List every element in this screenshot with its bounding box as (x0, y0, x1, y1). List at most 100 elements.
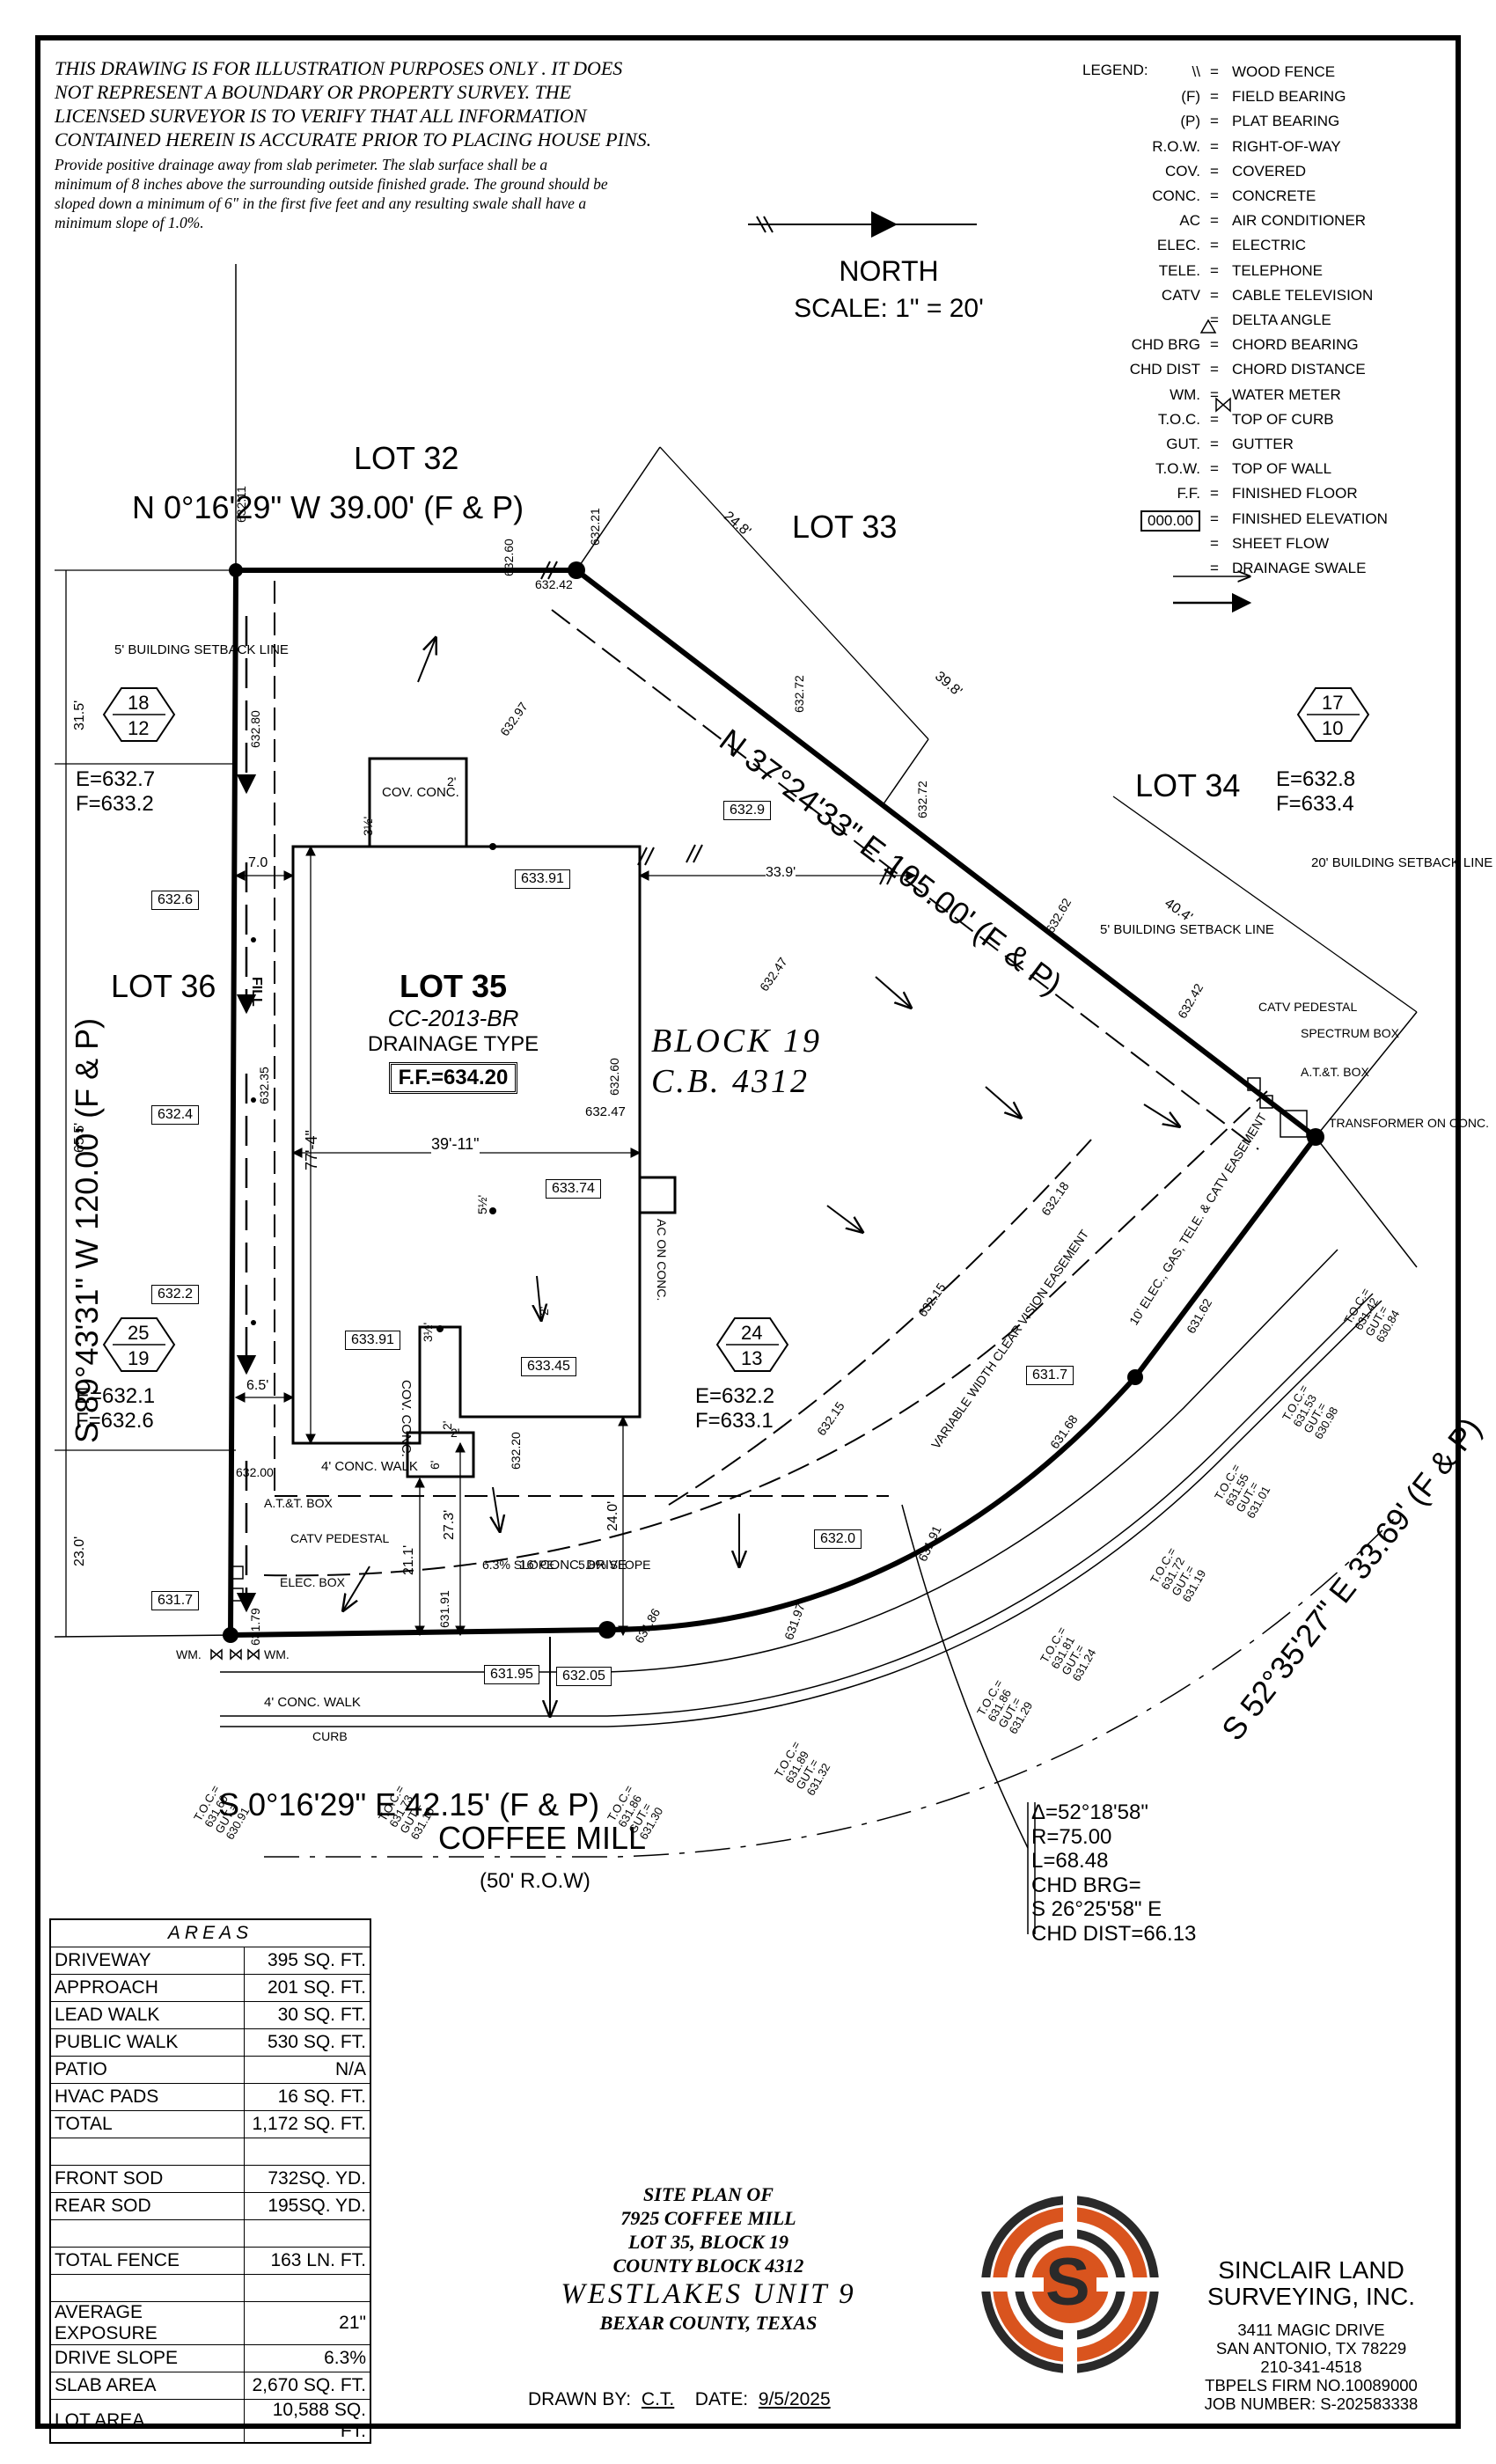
chord-distance: CHD DIST=66.13 (1031, 1921, 1197, 1946)
street-lines (220, 1249, 1400, 1858)
legend-text: AIR CONDITIONER (1232, 212, 1367, 230)
setback-left-label: 5' BUILDING SETBACK LINE (114, 642, 289, 657)
dimension-label: 3½' (361, 816, 375, 836)
area-value (244, 2138, 371, 2166)
area-value: 732SQ. YD. (244, 2165, 371, 2193)
area-label: DRIVE SLOPE (49, 2344, 246, 2372)
legend-symbol: (F) (1181, 88, 1200, 106)
legend-equals: = (1210, 312, 1219, 328)
legend-equals: = (1210, 137, 1219, 155)
legend-item: AC=AIR CONDITIONER (1082, 212, 1452, 235)
dimension-label: 5½' (475, 1194, 489, 1214)
dimension-lines (55, 446, 1418, 1637)
legend-item: GUT.=GUTTER (1082, 436, 1452, 458)
legend-symbol: TELE. (1158, 261, 1200, 279)
legend-text: TOP OF CURB (1232, 410, 1334, 428)
company-name: SURVEYING, INC. (1207, 2283, 1415, 2310)
area-value: 16 SQ. FT. (244, 2083, 371, 2111)
dimension-label: 24.0' (605, 1500, 620, 1531)
area-value: 163 LN. FT. (244, 2247, 371, 2275)
setback-lines (263, 581, 1268, 1577)
dimension-label: 7.0 (248, 855, 268, 870)
title-block: SITE PLAN OF 7925 COFFEE MILL LOT 35, BL… (528, 2182, 889, 2335)
chord-bearing-label: CHD BRG= (1031, 1873, 1141, 1897)
disclaimer-line: CONTAINED HEREIN IS ACCURATE PRIOR TO PL… (55, 128, 652, 150)
spot-elevation: 632.72 (915, 781, 929, 818)
area-label: PUBLIC WALK (49, 2028, 246, 2057)
covered-concrete-label: COV. CONC. (382, 785, 459, 800)
finished-elevation-box: 632.9 (723, 801, 772, 820)
legend-text: FIELD BEARING (1232, 88, 1346, 106)
area-value: 530 SQ. FT. (244, 2028, 371, 2057)
finished-elevation-box: 632.05 (556, 1667, 612, 1686)
area-label (49, 2138, 246, 2166)
disclaimer: THIS DRAWING IS FOR ILLUSTRATION PURPOSE… (55, 56, 723, 232)
legend-item: =DELTA ANGLE (1082, 312, 1452, 334)
company-logo (973, 2188, 1167, 2381)
legend-symbol: ELEC. (1156, 237, 1200, 254)
legend-symbol: GUT. (1166, 436, 1200, 452)
dimension-label: 21.1' (401, 1544, 416, 1575)
spot-elevation: 632.60 (607, 1058, 621, 1096)
legend-item: ELEC.=ELECTRIC (1082, 237, 1452, 260)
hex-top: 17 (1322, 692, 1344, 714)
drainage-note-line: minimum slope of 1.0%. (55, 214, 204, 231)
legend-equals: = (1210, 560, 1219, 576)
legend-symbol: CHD DIST (1129, 361, 1200, 378)
legend-equals: = (1210, 286, 1219, 304)
legend-symbol: T.O.C. (1157, 410, 1200, 428)
legend-text: WOOD FENCE (1232, 63, 1336, 80)
legend-equals: = (1210, 113, 1219, 130)
title-line: SITE PLAN OF (643, 2183, 774, 2205)
curve-delta: Δ=52°18'58" (1031, 1800, 1148, 1824)
legend-text: RIGHT-OF-WAY (1232, 137, 1341, 155)
final-elevation: F=632.6 (76, 1409, 154, 1433)
title-line: LOT 35, BLOCK 19 (627, 2231, 789, 2253)
drawn-by-label: DRAWN BY: (528, 2389, 632, 2409)
areas-row (49, 2219, 371, 2248)
legend-item: 000.00=FINISHED ELEVATION (1082, 510, 1452, 533)
finished-elevation-box: 631.7 (151, 1591, 200, 1610)
water-meter-icon (210, 1648, 260, 1661)
adjacent-lot-lines (54, 264, 1418, 1638)
curve-data: Δ=52°18'58" R=75.00 L=68.48 CHD BRG= S 2… (1031, 1800, 1196, 1946)
area-label: SLAB AREA (49, 2372, 246, 2400)
spot-elevation: 632.11 (234, 486, 248, 523)
delta-icon (1199, 319, 1217, 334)
legend-equals: = (1210, 534, 1219, 552)
scale-label: SCALE: 1" = 20' (794, 294, 984, 323)
fill-label: FILL (249, 977, 264, 1007)
dimension-label: 2' (537, 1306, 551, 1316)
legend-symbol: CATV (1161, 286, 1200, 304)
dimension-label: 65.5' (72, 1122, 87, 1153)
legend-symbol: T.O.W. (1155, 460, 1200, 478)
legend-item: T.O.W.=TOP OF WALL (1082, 460, 1452, 483)
covered-concrete-label: COV. CONC. (399, 1380, 414, 1457)
legend-symbol: \\ (1192, 63, 1200, 80)
disclaimer-line: LICENSED SURVEYOR IS TO VERIFY THAT ALL … (55, 105, 587, 127)
company-address: 3411 MAGIC DRIVE (1237, 2321, 1385, 2339)
legend-item: T.O.C.=TOP OF CURB (1082, 411, 1452, 434)
area-value: 2,670 SQ. FT. (244, 2372, 371, 2400)
drawn-by-value: C.T. (641, 2389, 675, 2409)
south-boundary-bearing: S 0°16'29" E 42.15' (F & P) (218, 1786, 600, 1822)
hex-bottom: 10 (1322, 717, 1344, 739)
county-block: C.B. 4312 (651, 1063, 810, 1100)
chord-bearing-value: S 26°25'58" E (1031, 1897, 1162, 1921)
dimension-label: 27.3' (442, 1509, 457, 1540)
legend-symbol: F.F. (1177, 485, 1200, 502)
spot-elevation: 632.72 (792, 675, 806, 713)
legend-equals: = (1210, 336, 1219, 354)
water-meter-label: WM. (264, 1647, 290, 1661)
west-boundary-bearing: S 89°43'31" W 120.00' (F & P) (69, 1017, 105, 1443)
areas-title: AREAS (49, 1918, 371, 1947)
legend-text: GUTTER (1232, 436, 1294, 452)
area-label: DRIVEWAY (49, 1947, 246, 1975)
